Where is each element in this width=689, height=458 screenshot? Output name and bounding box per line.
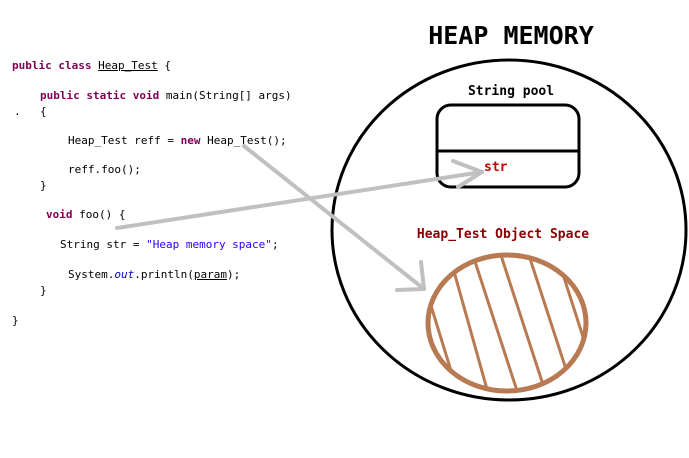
arrow-str-reference [115, 159, 484, 230]
code-main-close-brace: } [40, 179, 47, 192]
code-class-name: Heap_Test [98, 59, 158, 72]
code-print-mid: .println( [134, 268, 194, 281]
code-main-open-brace: { [40, 105, 47, 118]
code-string-decl: String str = [60, 238, 147, 251]
string-pool-label: String pool [468, 84, 554, 99]
string-pool-box [435, 103, 581, 189]
code-foo-close-brace: } [40, 284, 47, 297]
code-dot: . [14, 105, 21, 118]
code-line-class-decl: public class Heap_Test { [12, 59, 171, 73]
code-foo-signature: foo() { [72, 208, 126, 221]
code-line-object-decl: Heap_Test reff = new Heap_Test(); [68, 134, 287, 148]
code-keyword-void: void [46, 208, 73, 221]
code-line-println: System.out.println(param); [68, 268, 240, 282]
code-string-literal: "Heap memory space" [146, 238, 272, 251]
code-decl-type: Heap_Test reff = [68, 134, 181, 147]
object-space-circle [425, 252, 589, 394]
code-decl-ctor: Heap_Test(); [200, 134, 287, 147]
code-line-call-foo: reff.foo(); [68, 163, 141, 176]
code-keyword-new: new [180, 134, 201, 147]
code-line-main-decl: public static void main(String[] args) [40, 89, 292, 103]
code-line-foo-decl: void foo() { [46, 208, 125, 222]
str-label: str [484, 160, 508, 175]
object-space-label: Heap_Test Object Space [417, 227, 589, 242]
heap-memory-title: HEAP MEMORY [428, 21, 594, 50]
code-class-close-brace: } [12, 314, 19, 327]
code-string-end: ; [271, 238, 279, 251]
code-print-out: out [114, 268, 135, 281]
code-main-signature: main(String[] args) [159, 89, 292, 102]
code-class-open: { [157, 59, 171, 72]
object-space-hatching [428, 255, 586, 391]
code-keyword-public-static-void: public static void [40, 89, 160, 102]
code-print-param: param [193, 268, 227, 281]
code-print-prefix: System. [68, 268, 115, 281]
arrow-object-reference [242, 144, 426, 292]
code-keyword-public-class: public class [12, 59, 92, 72]
heap-memory-circle [330, 58, 688, 402]
code-print-end: ); [226, 268, 241, 281]
code-line-string-decl: String str = "Heap memory space"; [60, 238, 279, 252]
